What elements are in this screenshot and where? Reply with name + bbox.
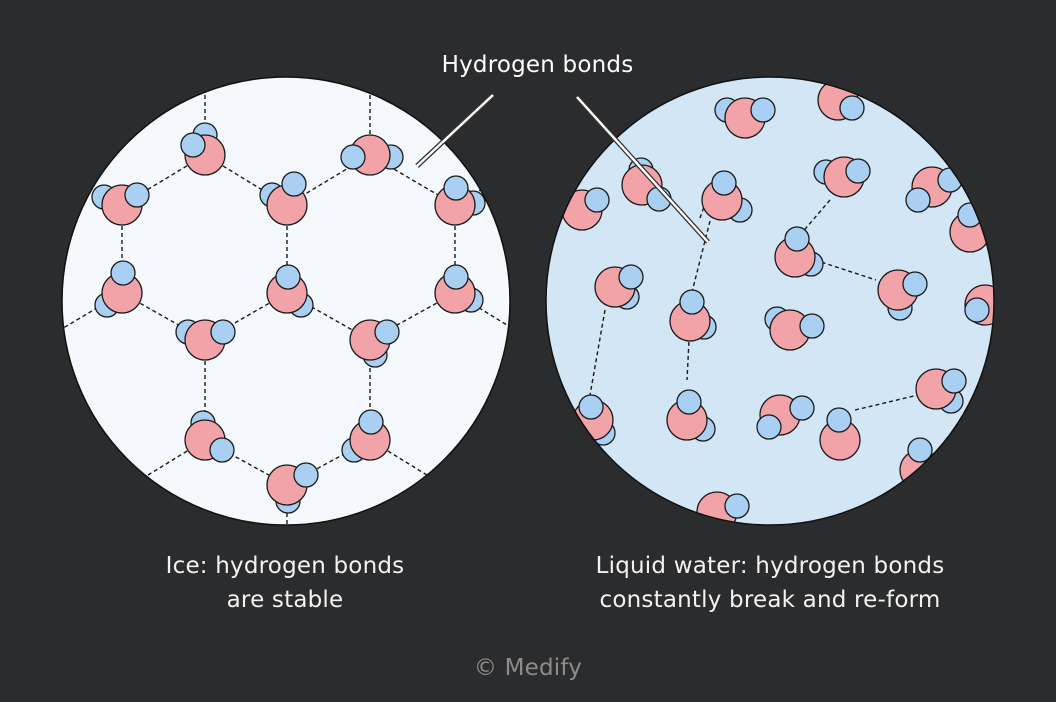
ice-panel (61, 76, 511, 526)
ice-caption-line-2: are stable (226, 587, 344, 613)
hydrogen-atom (799, 313, 825, 339)
hydrogen-bond-line (799, 199, 831, 236)
hydrogen-atom (902, 271, 928, 297)
hydrogen-atom (110, 260, 136, 286)
ice-molecules (91, 122, 486, 514)
hydrogen-atom (724, 493, 750, 519)
water-molecule (905, 166, 963, 213)
hydrogen-atom (180, 132, 206, 158)
hydrogen-bonds-leader-lines (415, 93, 710, 244)
liquid-caption: Liquid water: hydrogen bonds constantly … (560, 549, 980, 617)
water-molecule (91, 182, 150, 226)
liquid-molecules (561, 79, 994, 525)
leader-line-left-inner (416, 94, 494, 167)
water-molecule (714, 97, 776, 139)
hydrogen-bond-line (854, 394, 919, 411)
water-molecule (266, 264, 314, 318)
hydrogen-atom (358, 409, 384, 435)
water-molecule (669, 289, 717, 342)
water-molecule (817, 79, 865, 121)
water-molecule (877, 269, 928, 321)
hydrogen-atom (676, 389, 702, 415)
hydrogen-atom (443, 264, 469, 290)
water-molecule (774, 226, 824, 278)
hydrogen-atom (293, 462, 319, 488)
hydrogen-atom (210, 319, 236, 345)
hydrogen-atom (584, 187, 610, 213)
liquid-panel (545, 76, 995, 526)
water-molecule (94, 260, 143, 318)
water-molecule (666, 389, 716, 442)
water-molecule (756, 394, 815, 440)
water-molecule (340, 134, 404, 176)
hydrogen-atom (839, 95, 865, 121)
water-molecule (915, 368, 967, 414)
water-molecule (259, 171, 308, 226)
water-molecule (180, 122, 226, 176)
hydrogen-bond-line (369, 439, 436, 481)
hydrogen-atom (209, 437, 235, 463)
hydrogen-atom (679, 289, 705, 315)
hydrogen-atom (443, 175, 469, 201)
water-molecule (594, 264, 644, 310)
hydrogen-atom (711, 170, 737, 196)
liquid-caption-line-1: Liquid water: hydrogen bonds (595, 553, 945, 579)
hydrogen-bond-line (139, 439, 206, 481)
ice-caption-line-1: Ice: hydrogen bonds (165, 553, 405, 579)
ice-circle-outline (61, 76, 511, 526)
water-molecule (349, 319, 400, 368)
copyright-notice: © Medify (473, 655, 583, 681)
hydrogen-atom (826, 407, 852, 433)
water-molecule (434, 264, 484, 314)
hydrogen-atom (905, 187, 931, 213)
liquid-caption-line-2: constantly break and re-form (599, 587, 941, 613)
hydrogen-atom (964, 297, 990, 323)
water-molecule (434, 175, 486, 226)
water-molecule (813, 156, 871, 198)
leader-line-right-inner (576, 96, 709, 243)
hydrogen-atom (789, 395, 815, 421)
hydrogen-atom (907, 437, 933, 463)
hydrogen-atom (845, 158, 871, 184)
hydrogen-atom (756, 414, 782, 440)
water-molecule (184, 410, 235, 463)
hydrogen-atom (124, 182, 150, 208)
hydrogen-bond-line (454, 292, 510, 331)
hydrogen-atom (281, 171, 307, 197)
hydrogen-atom (374, 319, 400, 345)
hydrogen-bond-line (589, 309, 606, 396)
hydrogen-atom (941, 368, 967, 394)
water-molecule (175, 319, 236, 361)
water-molecule (561, 187, 610, 231)
hydrogen-bond-line (814, 259, 877, 281)
water-molecule (964, 284, 994, 326)
hydrogen-atom (578, 394, 604, 420)
hydrogen-atom (275, 264, 301, 290)
water-molecule (701, 170, 753, 223)
hydrogen-bond-line (62, 292, 123, 331)
hydrogen-atom (618, 264, 644, 290)
water-molecule (819, 407, 861, 461)
water-molecule (764, 306, 825, 351)
water-molecule (341, 409, 391, 463)
water-molecule (266, 462, 319, 514)
liquid-circle-outline (545, 76, 995, 526)
hydrogen-atom (957, 202, 983, 228)
hydrogen-atom (340, 144, 366, 170)
water-molecule (696, 491, 750, 525)
hydrogen-atom (750, 97, 776, 123)
hydrogen-atom (784, 226, 810, 252)
ice-caption: Ice: hydrogen bonds are stable (75, 549, 495, 617)
hydrogen-bonds-label: Hydrogen bonds (441, 52, 634, 78)
